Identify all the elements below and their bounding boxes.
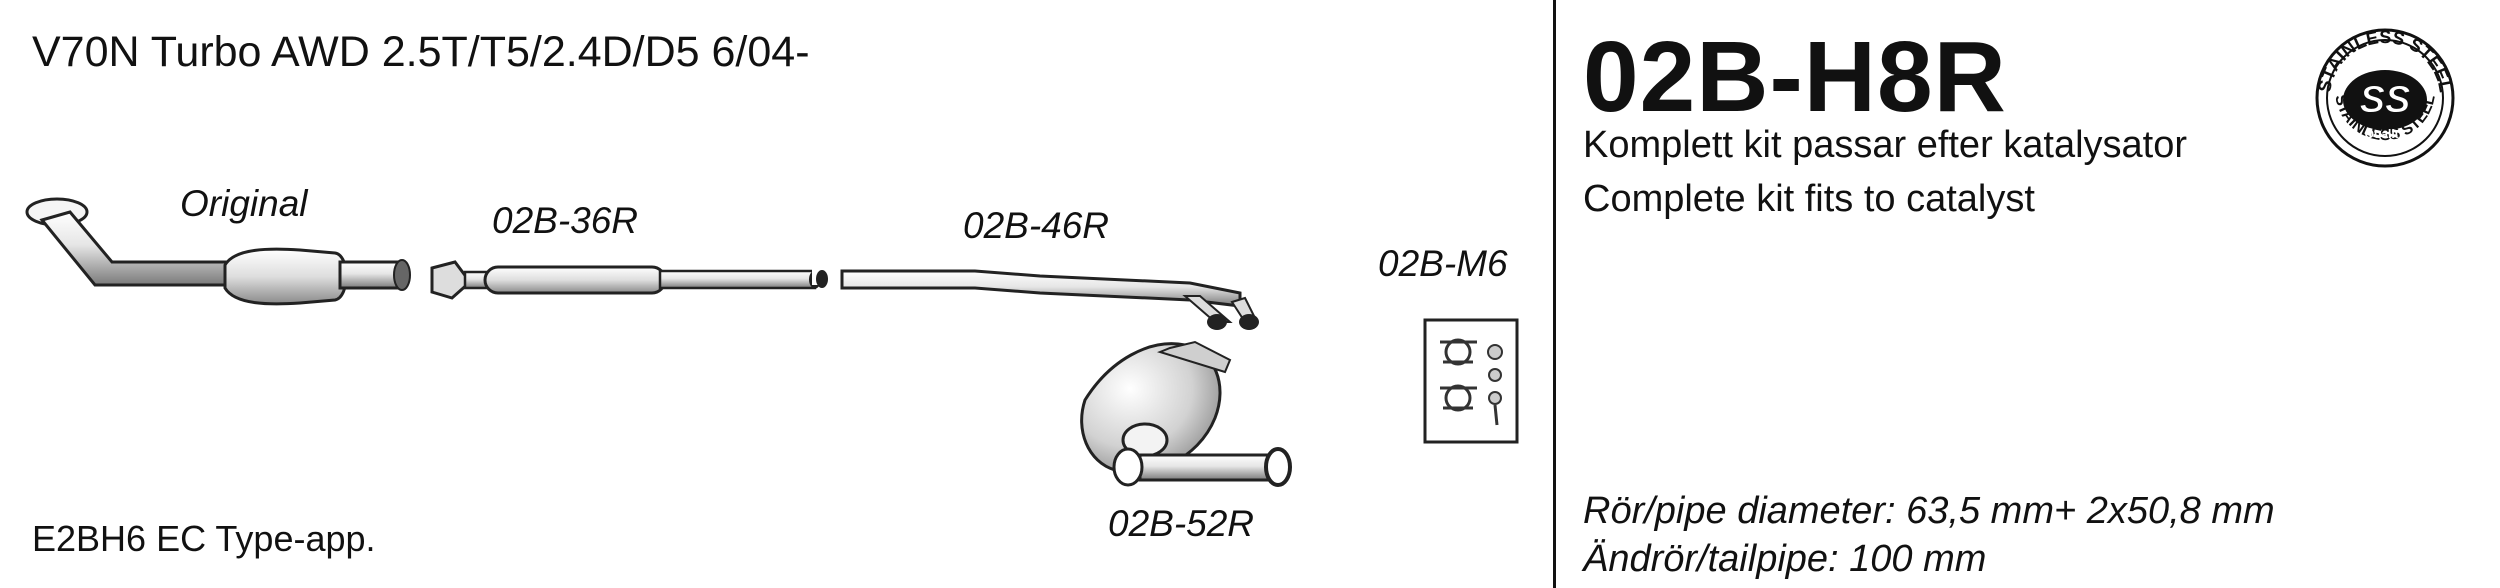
vehicle-title: V70N Turbo AWD 2.5T/T5/2.4D/D5 6/04- [32, 28, 810, 76]
label-original: Original [180, 183, 308, 224]
label-middle-pipe: 02B-46R [963, 205, 1110, 246]
svg-text:SS: SS [2360, 79, 2411, 121]
original-downpipe [25, 197, 411, 306]
kit-description-en: Complete kit fits to catalyst [1583, 178, 2035, 220]
rear-silencer-52r [1080, 340, 1292, 487]
kit-description-sv: Komplett kit passar efter katalysator [1583, 124, 2188, 166]
tailpipe-spec: Ändrör/tailpipe: 100 mm [1583, 538, 1987, 580]
vertical-divider [1553, 0, 1556, 588]
middle-pipe-46r [840, 269, 1259, 330]
mounting-kit-m6 [1423, 318, 1519, 444]
stainless-steel-badge-icon: STAINLESS STEEL STAINLESS STEEL SS Quali… [2314, 27, 2456, 168]
label-mounting-kit: 02B-M6 [1378, 243, 1508, 284]
pipe-diameter-spec: Rör/pipe diameter: 63,5 mm+ 2x50,8 mm [1583, 490, 2275, 532]
homologation-text: E2BH6 EC Type-app. [32, 518, 376, 559]
svg-text:Quality: Quality [2365, 127, 2406, 141]
kit-code: 02B-H8R [1583, 21, 2007, 133]
front-pipe-36r [430, 260, 828, 300]
label-front-pipe: 02B-36R [492, 200, 639, 241]
label-rear-silencer: 02B-52R [1108, 503, 1255, 544]
